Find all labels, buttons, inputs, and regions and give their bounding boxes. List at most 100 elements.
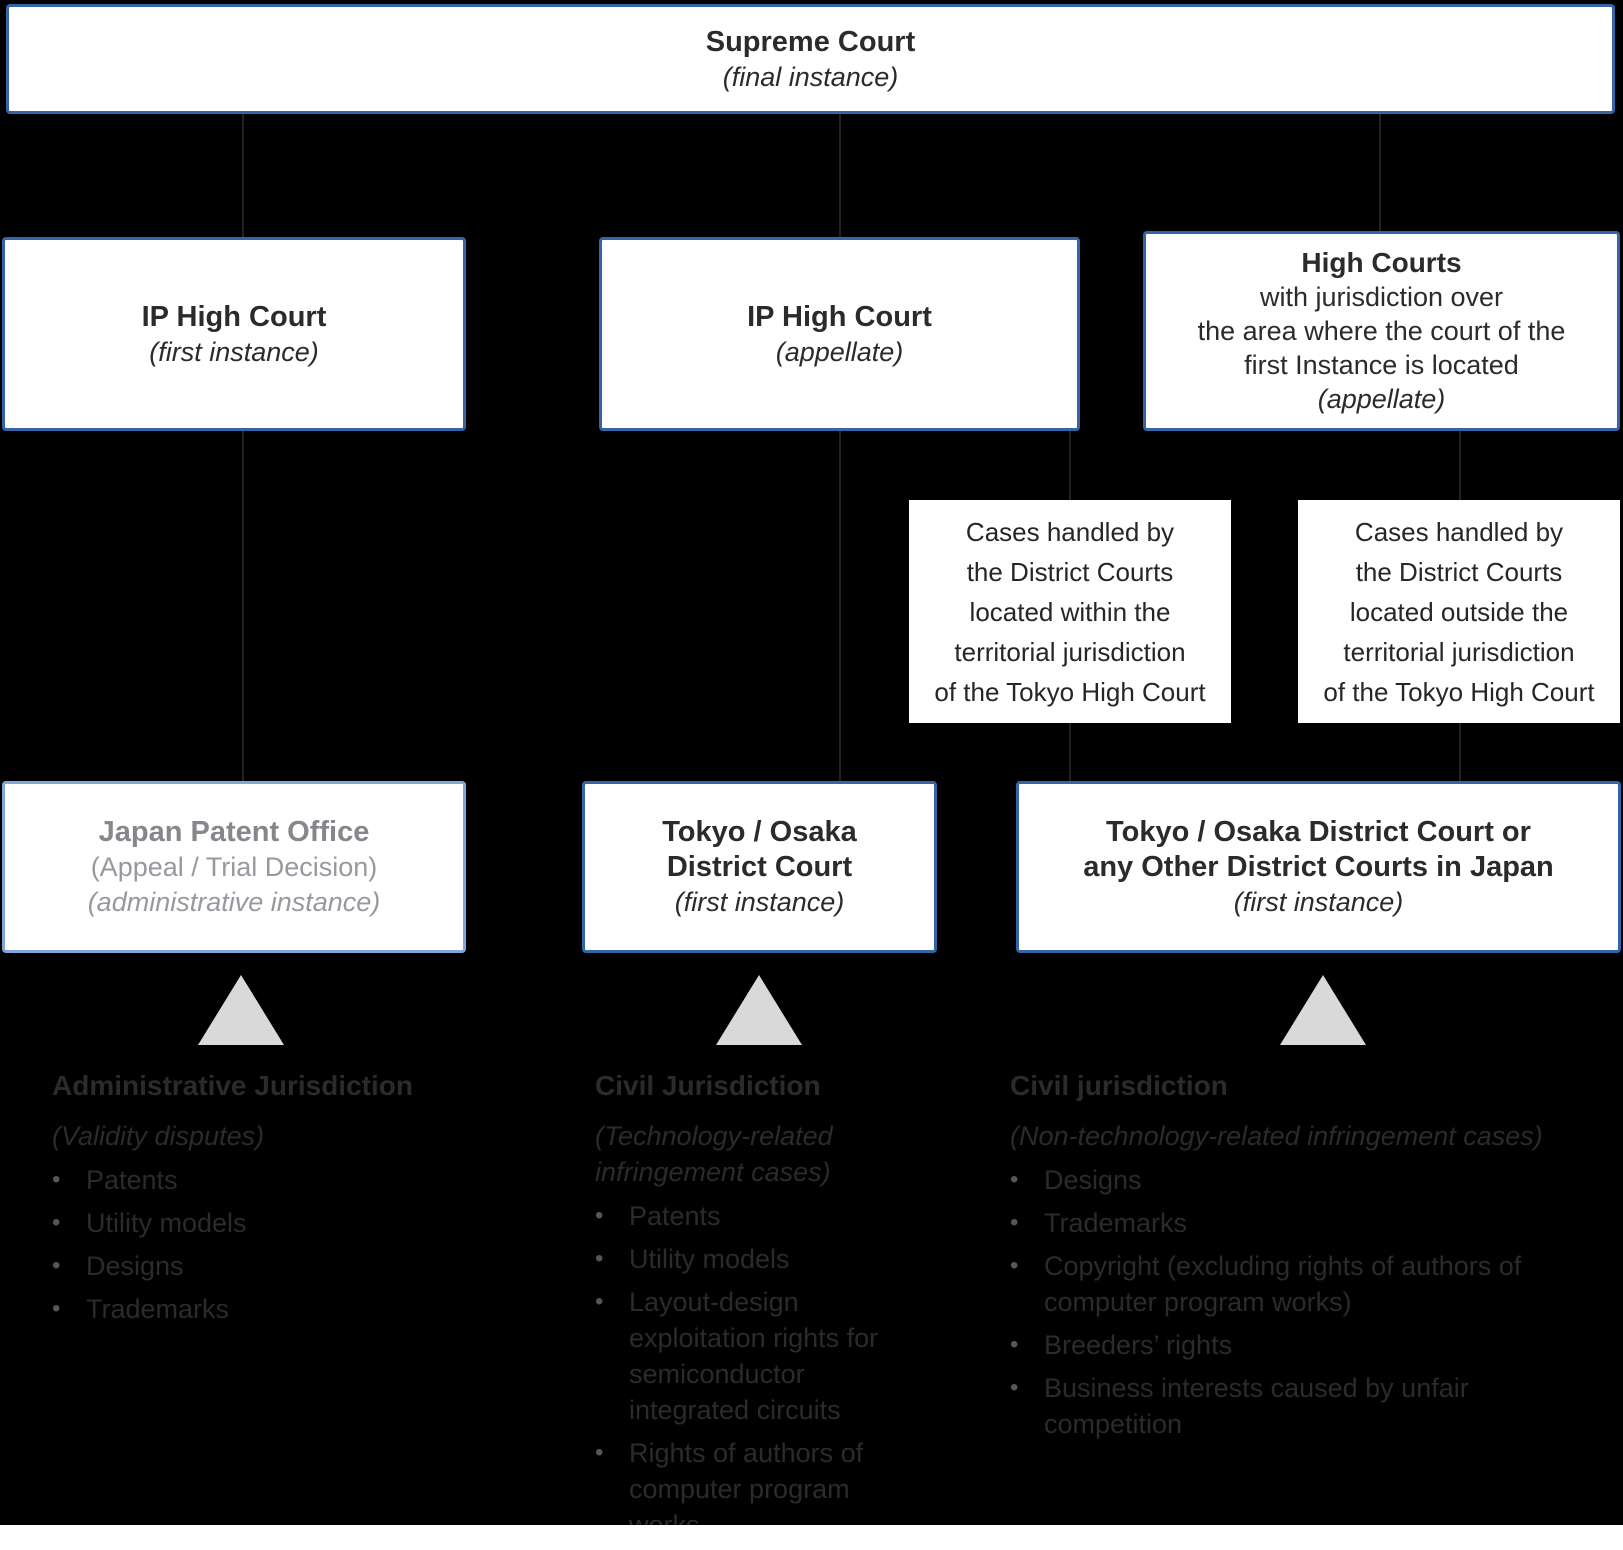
box-title: IP High Court [141, 300, 327, 333]
column-qualifier: infringement cases) [595, 1157, 831, 1187]
box-subtitle: (appellate) [775, 336, 904, 367]
box-title: Tokyo / Osaka District Court or [1106, 815, 1531, 848]
connector-line [242, 114, 244, 237]
connector-line [1459, 723, 1461, 781]
box-subtitle: (first instance) [149, 336, 319, 367]
label-line: located outside the [1349, 596, 1569, 627]
box-title: Japan Patent Office [98, 815, 370, 848]
label-line: territorial jurisdiction [954, 636, 1186, 667]
district-courts-japan-box: Tokyo / Osaka District Court or any Othe… [1016, 781, 1621, 953]
list-item: • Patents [595, 1198, 925, 1234]
list-item: • Breeders’ rights [1010, 1327, 1580, 1363]
label-line: territorial jurisdiction [1343, 636, 1575, 667]
column-heading: Civil jurisdiction [1010, 1070, 1228, 1101]
bullet-icon: • [595, 1245, 604, 1272]
list-item: • Trademarks [52, 1291, 552, 1327]
bullet-icon: • [595, 1288, 604, 1315]
connector-line [839, 114, 841, 237]
label-line: of the Tokyo High Court [1323, 676, 1595, 707]
bullet-icon: • [1010, 1209, 1019, 1236]
tokyo-osaka-district-court-box: Tokyo / Osaka District Court (first inst… [582, 781, 937, 953]
bullet-icon: • [52, 1295, 61, 1322]
box-line: with jurisdiction over [1259, 282, 1504, 312]
box-line: (Appeal / Trial Decision) [90, 851, 378, 882]
connector-line [1069, 431, 1071, 500]
ip-high-court-first-instance-box: IP High Court (first instance) [2, 237, 466, 431]
list-item: • Layout-design exploitation rights for s… [595, 1284, 925, 1428]
bullet-icon: • [1010, 1166, 1019, 1193]
list-item-text: Business interests caused by unfair comp… [1044, 1373, 1469, 1439]
triangle-up-icon [198, 975, 284, 1045]
label-line: of the Tokyo High Court [934, 676, 1206, 707]
bullet-icon: • [595, 1202, 604, 1229]
list-item: •Utility models [52, 1205, 552, 1241]
connector-line [1459, 431, 1461, 500]
column-qualifier: (Validity disputes) [52, 1121, 265, 1151]
box-subtitle: (administrative instance) [87, 886, 381, 917]
connector-line [839, 431, 841, 781]
list-item-text: Copyright (excluding rights of authors o… [1044, 1251, 1522, 1317]
box-title: District Court [666, 850, 853, 883]
list-item-text: Utility models [629, 1244, 790, 1274]
bullet-icon: • [52, 1252, 61, 1279]
list-item-text: Trademarks [86, 1294, 230, 1324]
box-title: Tokyo / Osaka [662, 815, 857, 848]
connector-line [1379, 114, 1381, 231]
japan-patent-office-box: Japan Patent Office (Appeal / Trial Deci… [2, 781, 466, 953]
civil-jurisdiction-nontech-column: Civil jurisdiction (Non-technology-relat… [1010, 1068, 1580, 1449]
box-subtitle: (first instance) [1233, 886, 1404, 917]
connector-line [242, 431, 244, 781]
list-item-text: Trademarks [1044, 1208, 1188, 1238]
list-item-text: Designs [1044, 1165, 1142, 1195]
list-item: • Trademarks [1010, 1205, 1580, 1241]
column-qualifier: (Non-technology-related infringement cas… [1010, 1121, 1543, 1151]
list-item: • Rights of authors of computer program w… [595, 1435, 925, 1543]
box-line: first Instance is located [1244, 350, 1519, 380]
ip-high-court-appellate-box: IP High Court (appellate) [599, 237, 1080, 431]
box-subtitle: (first instance) [674, 886, 845, 917]
jurisdiction-list: • Designs • Trademarks • Copyright (excluding… [1010, 1162, 1580, 1442]
cases-within-tokyo-jurisdiction-label: Cases handled by the District Courts loc… [909, 500, 1231, 723]
bullet-icon: • [595, 1439, 604, 1466]
triangle-up-icon [1280, 975, 1366, 1045]
list-item-text: Patents [86, 1165, 178, 1195]
list-item: • Copyright (excluding rights of authors … [1010, 1248, 1580, 1320]
high-courts-appellate-box: High Courts with jurisdiction over the a… [1143, 231, 1620, 431]
list-item: • Designs [1010, 1162, 1580, 1198]
box-title: Supreme Court [705, 25, 916, 58]
civil-jurisdiction-tech-column: Civil Jurisdiction (Technology-related i… [595, 1068, 925, 1550]
list-item-text: Breeders’ rights [1044, 1330, 1233, 1360]
box-title: IP High Court [747, 300, 932, 333]
bullet-icon: • [52, 1166, 61, 1193]
list-item-text: Rights of authors of computer program wo… [629, 1438, 864, 1540]
label-line: the District Courts [966, 556, 1174, 587]
column-heading: Civil Jurisdiction [595, 1070, 821, 1101]
jurisdiction-list: • Patents • Utility models • Layout-design ex… [595, 1198, 925, 1543]
box-line: the area where the court of the [1197, 316, 1566, 346]
list-item-text: Layout-design exploitation rights for se… [629, 1287, 879, 1425]
column-qualifier: (Technology-related [595, 1121, 833, 1151]
box-title: High Courts [1301, 247, 1462, 278]
list-item-text: Utility models [86, 1208, 247, 1238]
box-subtitle: (final instance) [722, 61, 899, 92]
list-item: • Patents [52, 1162, 552, 1198]
label-line: Cases handled by [1354, 516, 1564, 547]
box-subtitle: (appellate) [1317, 384, 1446, 414]
bullet-icon: • [1010, 1374, 1019, 1401]
cases-outside-tokyo-jurisdiction-label: Cases handled by the District Courts loc… [1298, 500, 1620, 723]
administrative-jurisdiction-column: Administrative Jurisdiction (Validity di… [52, 1068, 552, 1334]
column-heading: Administrative Jurisdiction [52, 1070, 413, 1101]
bottom-white-strip [0, 1525, 1623, 1550]
list-item: • Utility models [595, 1241, 925, 1277]
list-item-text: Patents [629, 1201, 721, 1231]
bullet-icon: • [1010, 1331, 1019, 1358]
bullet-icon: • [1010, 1252, 1019, 1279]
triangle-up-icon [716, 975, 802, 1045]
label-line: Cases handled by [965, 516, 1175, 547]
connector-line [1069, 723, 1071, 781]
list-item-text: Designs [86, 1251, 184, 1281]
supreme-court-box: Supreme Court (final instance) [6, 4, 1615, 114]
jurisdiction-list: • Patents •Utility models • Designs • Trademar… [52, 1162, 552, 1327]
box-title: any Other District Courts in Japan [1083, 850, 1554, 883]
